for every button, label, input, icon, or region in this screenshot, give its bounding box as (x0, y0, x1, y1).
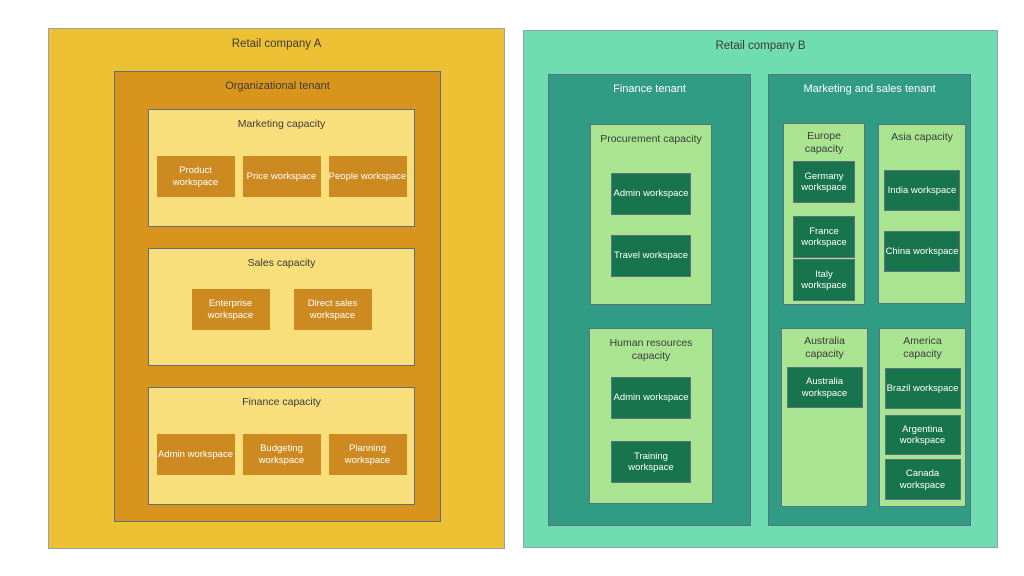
workspace-box-direct-sales: Direct sales workspace (293, 289, 372, 330)
workspace-box-australia: Australia workspace (786, 367, 863, 408)
marketing-sales-tenant-box: Marketing and sales tenant Europe capaci… (768, 74, 971, 526)
finance-capacity-title: Finance capacity (242, 396, 321, 408)
workspace-box-travel: Travel workspace (611, 235, 691, 277)
finance-capacity-box: Finance capacity Admin workspace Budgeti… (148, 387, 415, 505)
america-capacity-title: America capacity (903, 335, 942, 361)
company-a-title: Retail company A (231, 38, 322, 50)
workspace-box-enterprise: Enterprise workspace (191, 289, 270, 330)
workspace-box-canada: Canada workspace (884, 459, 961, 500)
australia-capacity-box: Australia capacity Australia workspace (781, 328, 868, 507)
organizational-tenant-title: Organizational tenant (225, 80, 330, 92)
finance-tenant-title: Finance tenant (613, 83, 686, 95)
america-capacity-box: America capacity Brazil workspace Argent… (879, 328, 966, 507)
company-b-box: Retail company B Finance tenant Procurem… (523, 30, 998, 548)
human-resources-capacity-title: Human resources capacity (609, 337, 693, 363)
workspace-box-argentina: Argentina workspace (884, 415, 961, 455)
marketing-workspace-row: Product workspace Price workspace People… (149, 156, 414, 197)
europe-capacity-box: Europe capacity Germany workspace France… (783, 123, 865, 305)
australia-capacity-title: Australia capacity (804, 335, 845, 361)
finance-tenant-box: Finance tenant Procurement capacity Admi… (548, 74, 751, 526)
workspace-box-hr-admin: Admin workspace (611, 377, 691, 419)
workspace-box-admin: Admin workspace (156, 434, 235, 475)
human-resources-capacity-box: Human resources capacity Admin workspace… (589, 328, 713, 504)
marketing-sales-tenant-title: Marketing and sales tenant (803, 83, 936, 95)
workspace-box-budgeting: Budgeting workspace (242, 434, 321, 475)
finance-workspace-row: Admin workspace Budgeting workspace Plan… (149, 434, 414, 475)
workspace-box-germany: Germany workspace (793, 161, 855, 203)
workspace-box-product: Product workspace (156, 156, 235, 197)
workspace-box-india: India workspace (884, 170, 960, 211)
marketing-capacity-title: Marketing capacity (237, 118, 326, 130)
workspace-box-price: Price workspace (242, 156, 321, 197)
europe-capacity-title: Europe capacity (804, 130, 844, 156)
sales-capacity-title: Sales capacity (247, 257, 316, 269)
company-b-title: Retail company B (715, 40, 806, 52)
workspace-box-france: France workspace (793, 216, 855, 258)
sales-capacity-box: Sales capacity Enterprise workspace Dire… (148, 248, 415, 366)
asia-capacity-box: Asia capacity India workspace China work… (878, 124, 966, 304)
workspace-box-planning: Planning workspace (328, 434, 407, 475)
workspace-box-people: People workspace (328, 156, 407, 197)
company-a-box: Retail company A Organizational tenant M… (48, 28, 505, 549)
workspace-box-proc-admin: Admin workspace (611, 173, 691, 215)
procurement-capacity-title: Procurement capacity (600, 133, 702, 145)
sales-workspace-row: Enterprise workspace Direct sales worksp… (149, 289, 414, 330)
procurement-capacity-box: Procurement capacity Admin workspace Tra… (590, 124, 712, 305)
asia-capacity-title: Asia capacity (891, 131, 953, 143)
workspace-box-italy: Italy workspace (793, 259, 855, 301)
workspace-box-brazil: Brazil workspace (884, 368, 961, 409)
workspace-box-training: Training workspace (611, 441, 691, 483)
workspace-box-china: China workspace (884, 231, 960, 272)
organizational-tenant-box: Organizational tenant Marketing capacity… (114, 71, 441, 522)
marketing-capacity-box: Marketing capacity Product workspace Pri… (148, 109, 415, 227)
